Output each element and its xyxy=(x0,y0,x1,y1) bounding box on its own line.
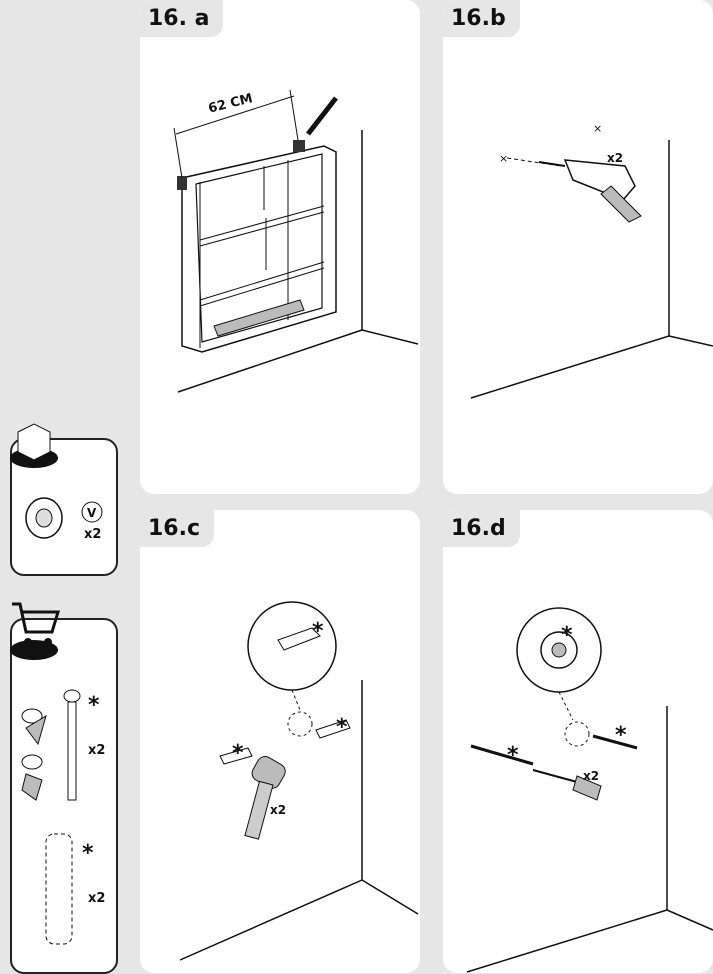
step-16b-illustration: × × x2 xyxy=(470,122,713,399)
drill-icon xyxy=(538,159,642,223)
screw-head-icon xyxy=(21,708,47,801)
step-16d-label: 16.d xyxy=(443,510,520,547)
drill-qty: x2 xyxy=(607,151,623,165)
step-16c-label: 16.c xyxy=(140,510,215,547)
purchase-parts-illustration: * x2 * x2 xyxy=(21,689,105,945)
step-16a-panel: 16. a 62 CM xyxy=(140,0,420,494)
wall-plug-icon xyxy=(45,833,73,945)
included-parts-box: V x2 xyxy=(10,438,118,576)
step-16b-label: 16.b xyxy=(443,0,520,37)
screw-icon xyxy=(63,689,81,801)
part-letter: V xyxy=(87,506,97,520)
hammer-qty: x2 xyxy=(270,803,286,817)
svg-text:×: × xyxy=(499,152,508,165)
asterisk-2: * xyxy=(615,723,627,748)
asterisk-1: * xyxy=(312,619,324,644)
step-16c-illustration: * * * x2 xyxy=(179,601,419,961)
step-16a-label: 16. a xyxy=(140,0,224,37)
plug-asterisk: * xyxy=(82,841,94,866)
step-16d-illustration: * * * x2 xyxy=(466,607,713,973)
step-16d-panel: 16.d * * * x2 xyxy=(443,510,713,973)
asterisk-3: * xyxy=(232,741,244,766)
screw-asterisk: * xyxy=(88,693,100,718)
step-16a-illustration: 62 CM xyxy=(173,89,419,393)
spacer-part-illustration: V x2 xyxy=(25,497,103,542)
hammer-icon xyxy=(244,756,286,840)
asterisk-2: * xyxy=(336,715,348,740)
step-16c-panel: 16.c * * * x2 xyxy=(140,510,420,973)
asterisk-3: * xyxy=(507,743,519,768)
screwdriver-qty: x2 xyxy=(583,769,599,783)
asterisk-1: * xyxy=(561,623,573,648)
screwdriver-icon xyxy=(532,769,602,801)
shopping-cart-icon xyxy=(10,602,61,660)
part-qty: x2 xyxy=(84,527,101,542)
step-16b-panel: 16.b × × x2 xyxy=(443,0,713,494)
plug-qty: x2 xyxy=(88,891,105,906)
wall-plug-icon xyxy=(277,627,321,651)
svg-text:×: × xyxy=(593,122,602,135)
screw-qty: x2 xyxy=(88,743,105,758)
open-box-icon xyxy=(10,423,58,468)
purchase-parts-box: * x2 * x2 xyxy=(10,618,118,974)
measurement-label: 62 CM xyxy=(207,91,254,116)
